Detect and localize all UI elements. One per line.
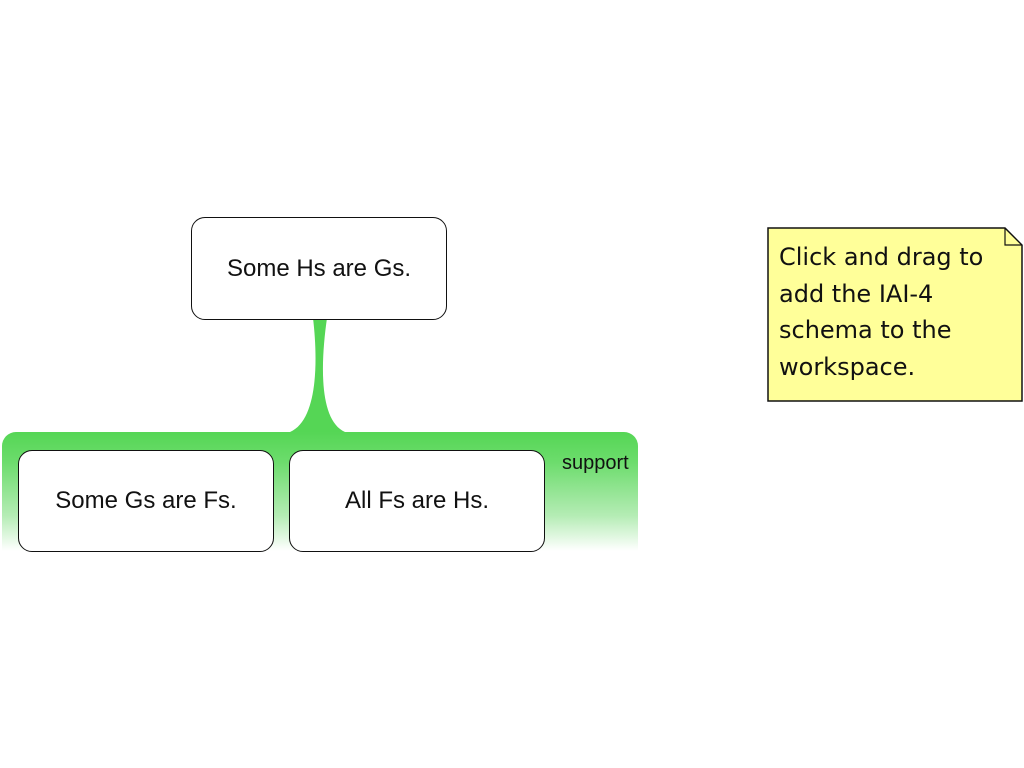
conclusion-text: Some Hs are Gs. [226, 254, 412, 282]
sticky-note-shape [767, 227, 1023, 402]
premise-node-1[interactable]: Some Gs are Fs. [18, 450, 274, 552]
sticky-note[interactable]: Click and drag to add the IAI-4 schema t… [767, 227, 1023, 402]
premise-text-1: Some Gs are Fs. [55, 487, 237, 514]
premise-text-2: All Fs are Hs. [344, 487, 490, 514]
support-label: support [562, 452, 629, 474]
support-connector-stem [290, 318, 345, 432]
premise-node-2[interactable]: All Fs are Hs. [289, 450, 545, 552]
conclusion-node[interactable]: Some Hs are Gs. [191, 217, 447, 320]
note-fold-corner [1004, 228, 1022, 246]
note-text: Click and drag to add the IAI-4 schema t… [779, 243, 984, 381]
